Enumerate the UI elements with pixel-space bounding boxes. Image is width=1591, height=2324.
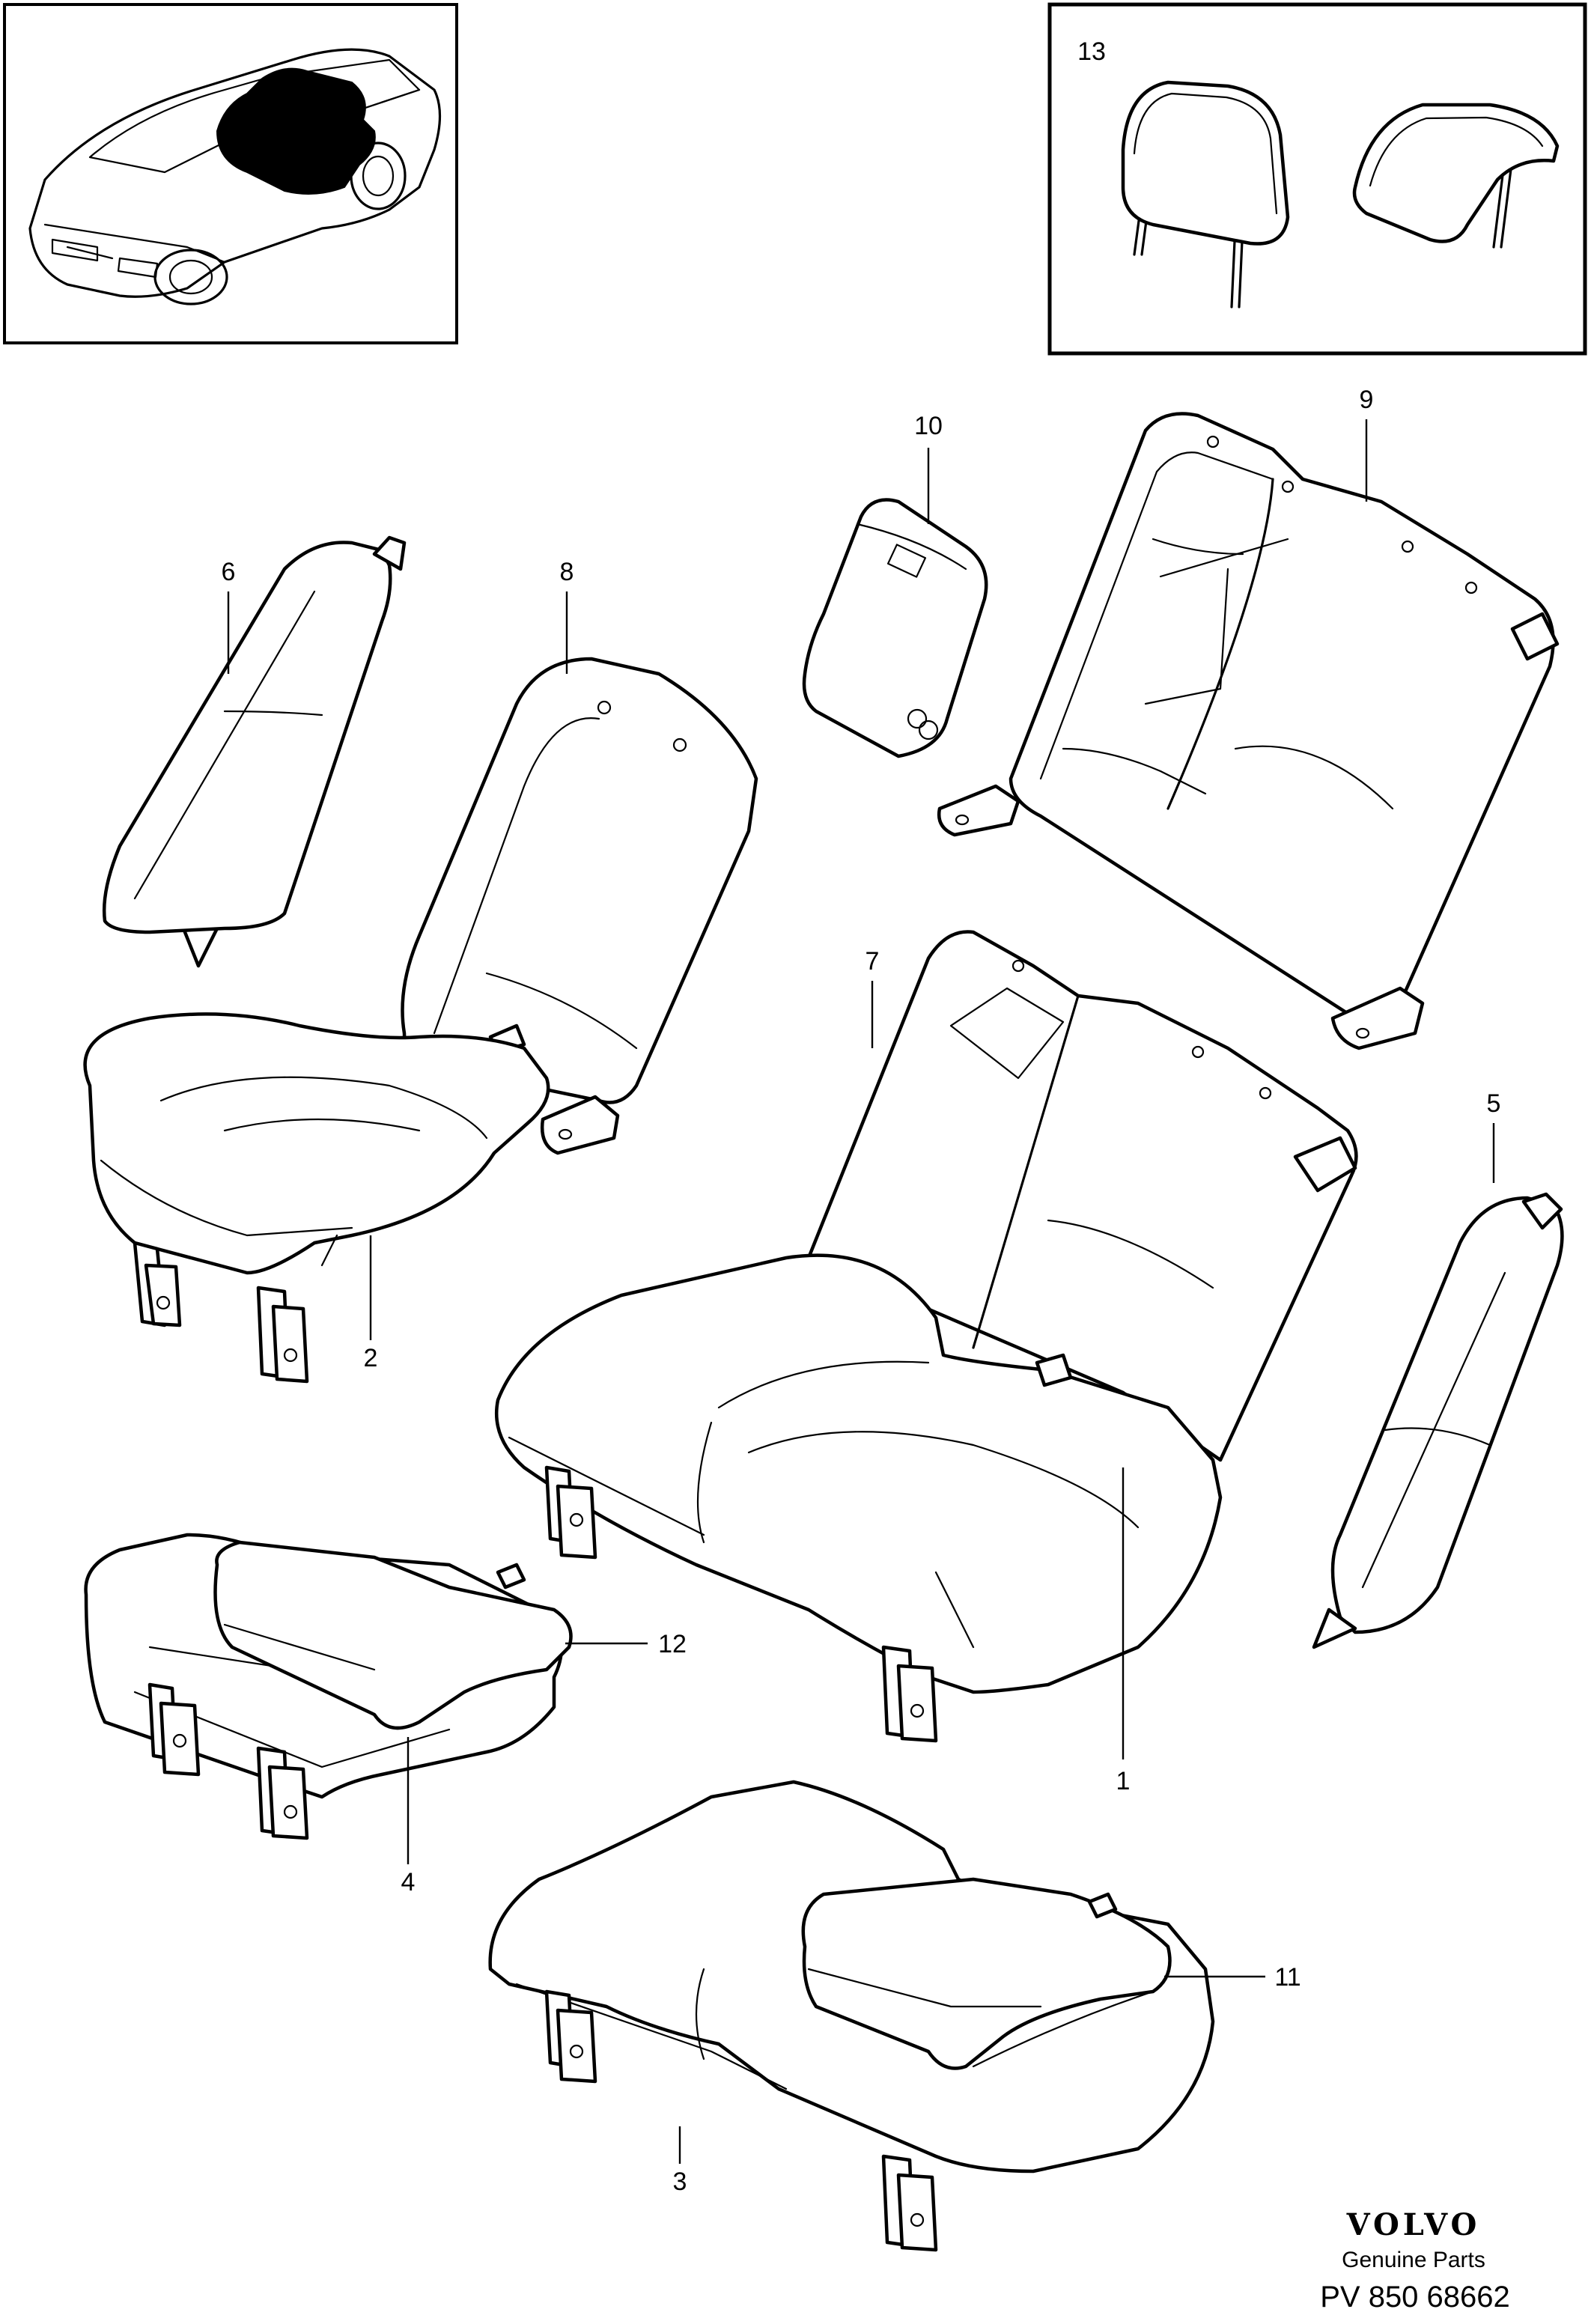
callout-7: 7 [866,947,880,976]
callout-4: 4 [401,1868,416,1896]
callout-8: 8 [560,558,574,586]
callout-2: 2 [364,1344,378,1372]
callout-11: 11 [1274,1963,1301,1992]
callout-12: 12 [658,1630,687,1658]
callout-13: 13 [1077,37,1106,66]
part-9-backrest-split [937,412,1560,1050]
part-5-side-bolster-right [1312,1192,1564,1649]
vehicle-locator-thumbnail [3,3,458,344]
part-10-armrest [802,498,988,758]
part-7-backrest-assembly [806,930,1358,1462]
part-1-cushion-assembly [494,1253,1223,1743]
callout-labels: 1 2 3 4 5 6 7 8 9 10 11 12 13 [222,37,1501,2196]
callout-1: 1 [1116,1767,1131,1795]
diagram-reference-number: PV 850 68662 [1320,2281,1510,2314]
headrest-front [1121,80,1290,308]
part-2-cushion-single [83,1012,550,1384]
callout-3: 3 [673,2168,687,2196]
genuine-parts-label: Genuine Parts [1342,2248,1485,2272]
callout-5: 5 [1487,1089,1501,1118]
part-11-center-armrest-cushion [801,1877,1172,2070]
highlighted-rear-seat [216,67,376,195]
callout-9: 9 [1360,386,1374,414]
part-13-headrest-box [1047,2,1587,356]
leader-lines [227,419,1495,2164]
part-6-side-bolster-left [102,535,407,968]
callout-10: 10 [914,412,943,440]
volvo-logo: VOLVO [1346,2207,1481,2242]
headrest-rear [1352,103,1560,249]
part-12-center-armrest-cushion [213,1540,573,1730]
callout-6: 6 [222,558,236,586]
